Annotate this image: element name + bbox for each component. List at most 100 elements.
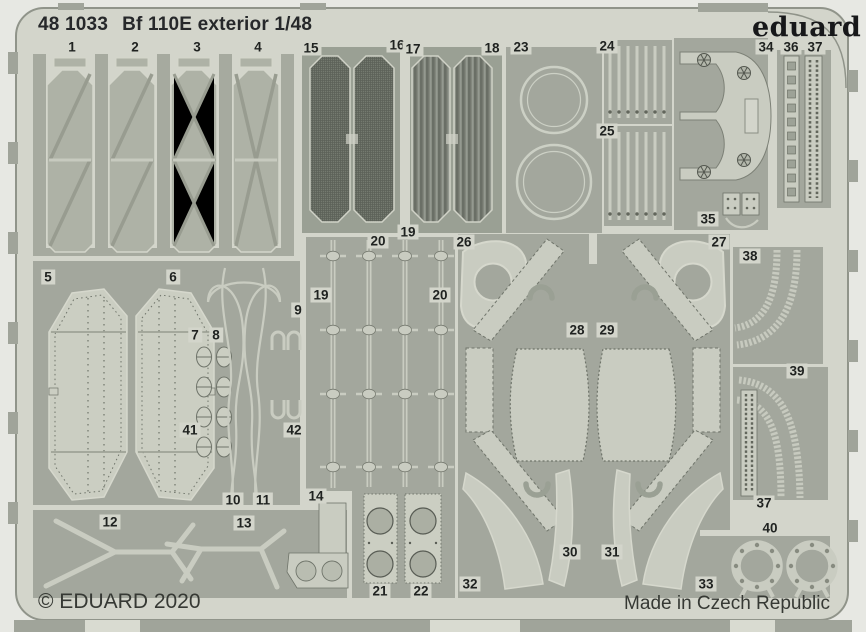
part-label-3: 3	[190, 39, 204, 55]
region-rings-40	[700, 536, 838, 598]
part-36-strip	[783, 55, 800, 203]
part-label-7: 7	[188, 327, 202, 343]
part-16-mesh	[353, 55, 395, 223]
part-label-9: 9	[291, 302, 305, 318]
catalog-number: 48 1033	[38, 14, 109, 35]
part-35-brackets	[722, 192, 760, 229]
part-3-flap	[170, 57, 218, 253]
part-4-flap	[232, 57, 280, 253]
copyright-text: © EDUARD 2020	[38, 590, 201, 613]
arc-brackets	[523, 284, 663, 498]
part-label-19-left: 19	[310, 287, 332, 303]
part-22-plate	[404, 493, 442, 584]
part-label-24: 24	[596, 38, 618, 54]
part-5-panel	[48, 288, 128, 501]
part-label-40: 40	[759, 520, 781, 536]
part-label-22: 22	[410, 583, 432, 599]
part-label-37-top: 37	[804, 39, 826, 55]
part-13-frame	[164, 528, 287, 552]
made-in-text: Made in Czech Republic	[624, 593, 830, 614]
part-37b-strip	[740, 389, 758, 497]
part-21-plate	[363, 493, 398, 584]
eduard-logo: eduard	[752, 12, 862, 43]
part-label-30: 30	[559, 544, 581, 560]
part-12-frame	[53, 518, 196, 555]
part-label-5: 5	[41, 269, 55, 285]
region-cooler-flaps-1-4	[33, 54, 294, 256]
part-label-37-mid: 37	[753, 495, 775, 511]
part-label-39: 39	[786, 363, 808, 379]
product-title: Bf 110E exterior 1/48	[122, 14, 313, 35]
part-24-strap-ends	[608, 110, 666, 114]
region-hinge-strips-19-20	[306, 237, 455, 491]
part-label-31: 31	[601, 544, 623, 560]
sheet-title: 48 1033 Bf 110E exterior 1/48	[38, 14, 312, 36]
part-label-14: 14	[305, 488, 327, 504]
part-1-flap	[46, 57, 94, 253]
part-label-25: 25	[596, 123, 618, 139]
part-label-33: 33	[695, 576, 717, 592]
logo-corner-curve	[767, 11, 847, 89]
part-label-29: 29	[596, 322, 618, 338]
part-41-42-wires	[206, 267, 282, 507]
part-29-panel	[596, 348, 677, 462]
region-panels-5-6	[33, 261, 302, 507]
part-2-flap	[108, 57, 156, 253]
part-label-18: 18	[481, 40, 503, 56]
part-28-panel	[509, 348, 590, 462]
region-ring-and-straps	[506, 40, 672, 233]
part-label-42: 42	[283, 422, 305, 438]
part-7-8-shells	[196, 346, 232, 458]
part-label-23: 23	[510, 39, 532, 55]
part-9-hooks	[270, 330, 302, 420]
part-33-crescent	[642, 471, 724, 590]
part-label-12: 12	[99, 514, 121, 530]
region-frames-12-13-14	[33, 502, 349, 598]
part-25-strap-ends	[608, 212, 666, 216]
part-label-26: 26	[453, 234, 475, 250]
region-landing-flaps	[458, 234, 730, 598]
part-14-bracket	[286, 502, 349, 589]
part-34-cowl-flap	[679, 51, 772, 181]
part-17-screen	[411, 55, 451, 223]
part-label-4: 4	[251, 39, 265, 55]
part-label-36: 36	[780, 39, 802, 55]
part-label-2: 2	[128, 39, 142, 55]
part-label-13: 13	[233, 515, 255, 531]
part-label-38: 38	[739, 248, 761, 264]
part-label-32: 32	[459, 576, 481, 592]
part-18-screen	[453, 55, 493, 223]
part-38-curves	[734, 249, 801, 349]
part-label-28: 28	[566, 322, 588, 338]
part-32-crescent	[462, 471, 544, 590]
bottom-edge-gaps	[85, 620, 775, 632]
region-radiator-screens-15-18	[302, 45, 502, 235]
part-24-straps	[608, 46, 666, 118]
part-37-strip	[804, 55, 823, 203]
part-label-27: 27	[708, 234, 730, 250]
hinge-lugs	[320, 250, 454, 473]
region-ribbed-curves	[733, 247, 828, 500]
part-label-20-top: 20	[367, 233, 389, 249]
part-15-mesh	[309, 55, 351, 223]
part-23-ring	[515, 65, 593, 221]
region-plates-21-22	[352, 487, 455, 598]
part-label-11: 11	[252, 492, 274, 508]
part-label-15: 15	[300, 40, 322, 56]
part-40-rings	[731, 540, 838, 598]
part-label-20-right: 20	[429, 287, 451, 303]
part-label-21: 21	[369, 583, 391, 599]
part-label-35: 35	[697, 211, 719, 227]
part-25-straps	[608, 132, 666, 220]
part-label-34: 34	[755, 39, 777, 55]
fastener-rosette-icons	[697, 53, 751, 179]
part-label-17: 17	[402, 41, 424, 57]
region-cowl-and-strips	[674, 38, 831, 230]
part-label-10: 10	[222, 492, 244, 508]
part-label-6: 6	[166, 269, 180, 285]
part-label-8: 8	[209, 327, 223, 343]
part-label-19-top: 19	[397, 224, 419, 240]
part-label-1: 1	[65, 39, 79, 55]
